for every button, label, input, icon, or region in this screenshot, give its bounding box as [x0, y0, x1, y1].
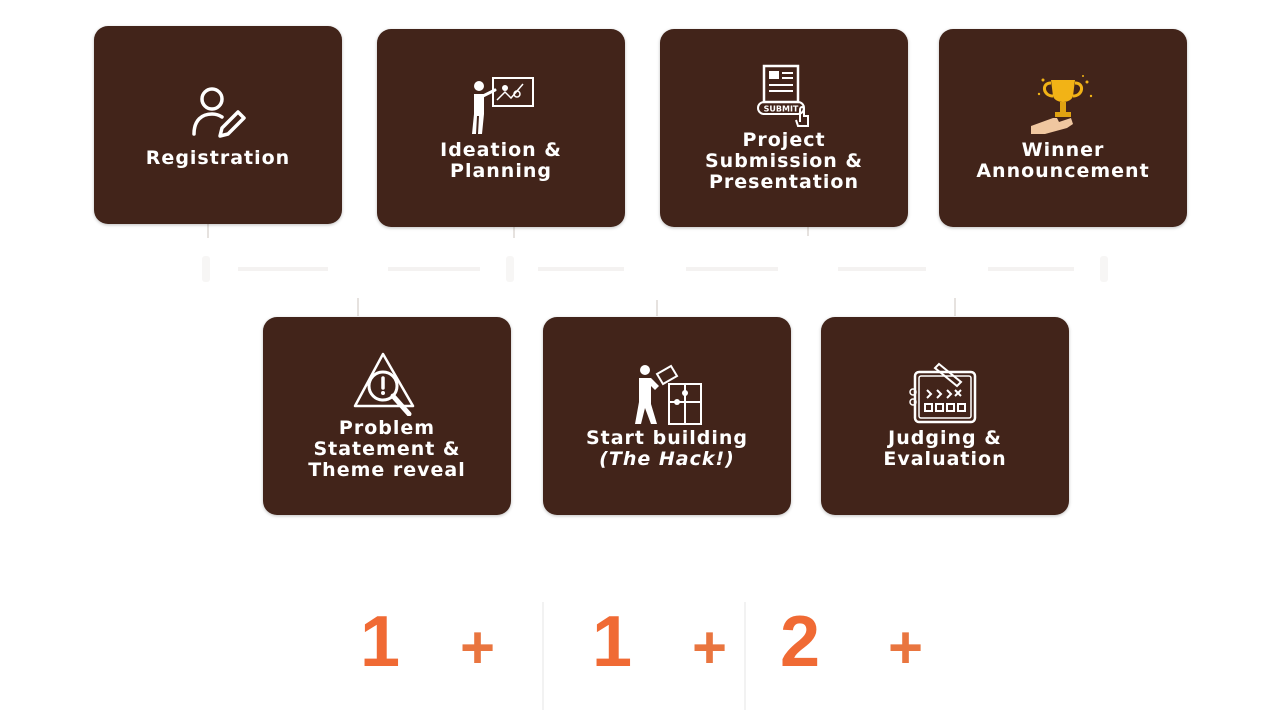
stat-divider — [542, 602, 544, 710]
submit-document-icon: SUBMIT — [757, 64, 809, 127]
timeline-segment — [238, 267, 328, 271]
stage-label: Start building (The Hack!) — [585, 427, 749, 470]
stat-number: 1 — [360, 602, 401, 682]
stage-label: Problem Statement & Theme reveal — [308, 416, 466, 481]
connector-line — [513, 226, 515, 238]
magnifier-alert-icon — [353, 352, 415, 416]
stage-label: Judging & Evaluation — [883, 427, 1007, 470]
connector-line — [357, 298, 359, 316]
stat-number: 2 — [780, 602, 821, 682]
stage-card-winner: Winner Announcement — [939, 29, 1187, 227]
evaluation-board-icon — [909, 362, 977, 424]
connector-line — [656, 300, 658, 316]
timeline-segment — [988, 267, 1074, 271]
trophy-icon — [1031, 75, 1093, 134]
connector-line — [207, 224, 209, 238]
stat-item: 1 + — [562, 600, 762, 710]
stat-plus: + — [692, 614, 728, 681]
stage-label: Project Submission & Presentation — [704, 128, 864, 193]
timeline-segment — [538, 267, 624, 271]
timeline — [196, 254, 1120, 284]
stage-card-judging: Judging & Evaluation — [821, 317, 1069, 515]
stat-item: 1 + — [330, 600, 530, 710]
stat-plus: + — [460, 614, 496, 681]
presenter-board-icon — [472, 77, 534, 134]
stage-label: Ideation & Planning — [440, 139, 562, 182]
stage-card-start-building: Start building (The Hack!) — [543, 317, 791, 515]
stat-number: 1 — [592, 602, 633, 682]
stat-item: 2 + — [750, 600, 950, 710]
stage-card-ideation: Ideation & Planning — [377, 29, 625, 227]
puzzle-builder-icon — [635, 364, 702, 425]
timeline-segment — [838, 267, 926, 271]
timeline-node — [1100, 256, 1108, 282]
connector-line — [807, 226, 809, 236]
stage-card-registration: Registration — [94, 26, 342, 224]
stat-plus: + — [888, 614, 924, 681]
stats-row: 1 + 1 + 2 + — [330, 600, 950, 710]
stage-card-submission: SUBMIT Project Submission & Presentation — [660, 29, 908, 227]
user-edit-icon — [192, 86, 246, 138]
svg-text:SUBMIT: SUBMIT — [764, 104, 799, 113]
timeline-node — [506, 256, 514, 282]
connector-line — [954, 298, 956, 316]
stage-label: Winner Announcement — [976, 139, 1150, 182]
timeline-segment — [388, 267, 480, 271]
timeline-node — [202, 256, 210, 282]
stage-card-problem-statement: Problem Statement & Theme reveal — [263, 317, 511, 515]
stat-divider — [744, 602, 746, 710]
stage-label: Registration — [145, 146, 291, 169]
timeline-segment — [686, 267, 778, 271]
